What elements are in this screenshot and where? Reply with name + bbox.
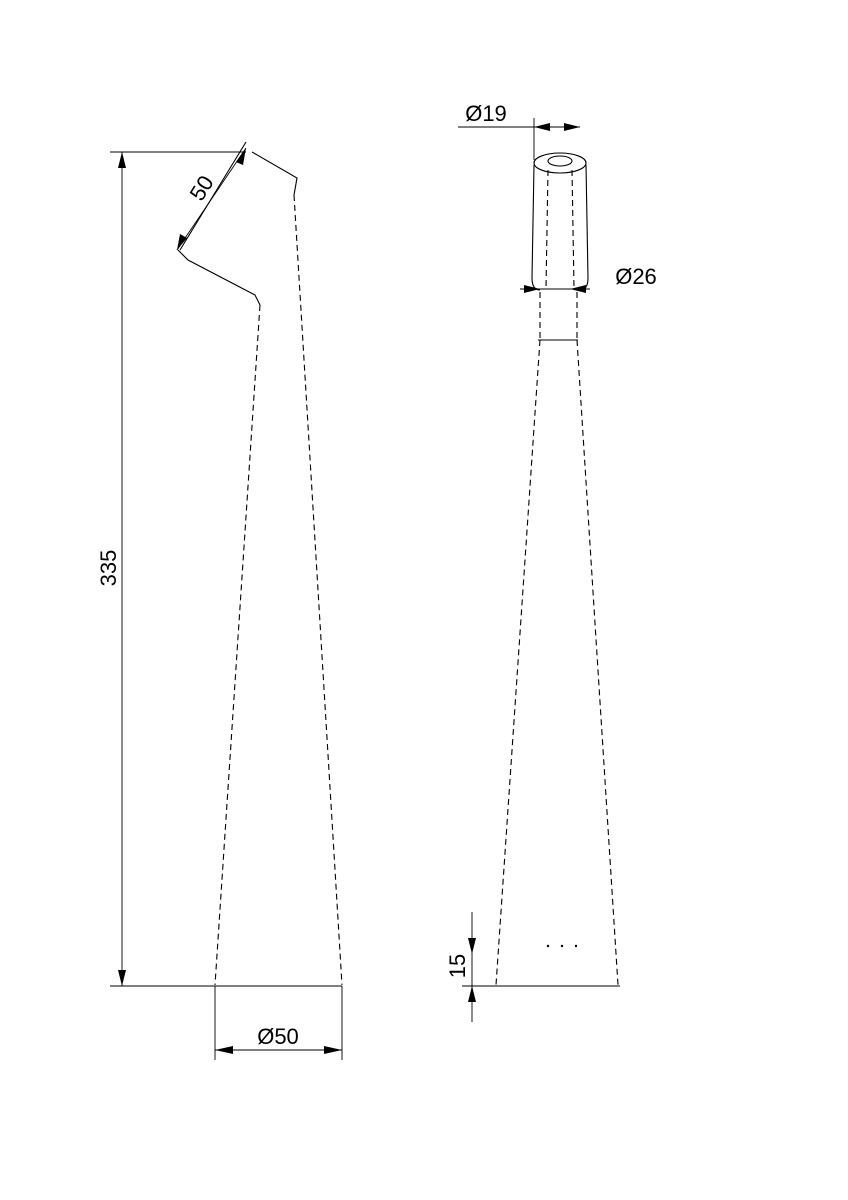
height-arrow-bottom xyxy=(118,970,126,986)
front-view-tube-inner-left xyxy=(545,169,549,289)
base-diameter-arrow-left xyxy=(215,1046,233,1054)
spout-dimension-label: 50 xyxy=(185,171,219,205)
height-arrow-top xyxy=(118,152,126,168)
top-diameter-arrow-left xyxy=(534,123,550,131)
front-view-body-left-edge xyxy=(495,339,541,986)
front-view-body-right-edge xyxy=(576,339,619,986)
spout-arrow-bottom xyxy=(177,234,187,250)
top-diameter-arrow-right xyxy=(564,123,580,131)
base-offset-label: 15 xyxy=(445,954,470,978)
front-view-tube-left-outline xyxy=(531,164,541,291)
spout-arrow-top xyxy=(236,148,246,165)
height-dimension-label: 335 xyxy=(96,550,121,587)
front-view-tube-right-outline xyxy=(579,164,589,291)
top-inner-diameter-label: Ø19 xyxy=(465,101,507,126)
base-offset-arrow-top xyxy=(468,938,476,954)
base-diameter-arrow-right xyxy=(324,1046,342,1054)
front-view-tube-inner-right xyxy=(571,169,575,289)
base-offset-arrow-bottom xyxy=(468,986,476,1002)
side-view: 335 50 Ø50 xyxy=(96,141,343,1060)
front-view-base-mark xyxy=(574,944,578,948)
side-view-spout-lower-outline xyxy=(177,249,261,306)
spout-dimension-line xyxy=(176,147,247,251)
front-view-base-mark xyxy=(546,944,550,948)
base-diameter-label: Ø50 xyxy=(257,1024,299,1049)
tube-diameter-arrow-right xyxy=(570,285,586,293)
side-view-body-right-edge xyxy=(293,194,343,986)
front-view-top-outer-ellipse xyxy=(533,152,587,174)
side-view-body-left-edge xyxy=(214,304,261,986)
front-view-base-mark xyxy=(560,944,564,948)
side-view-spout-outline xyxy=(251,151,298,196)
front-view-top-inner-ellipse xyxy=(547,155,573,167)
tube-diameter-arrow-left xyxy=(524,285,540,293)
tube-outer-diameter-label: Ø26 xyxy=(615,264,657,289)
front-view: Ø19 Ø26 15 xyxy=(445,101,657,1022)
